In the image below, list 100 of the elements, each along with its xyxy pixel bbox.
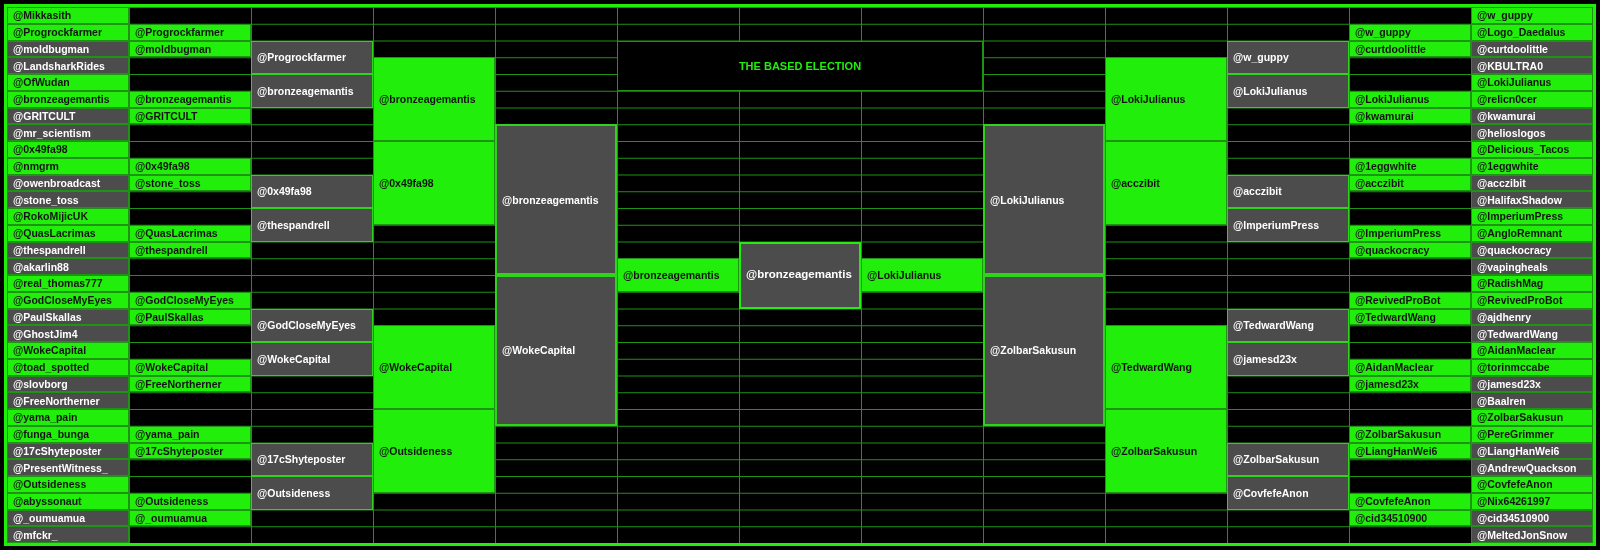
bracket-slot — [7, 526, 129, 543]
handle-label: @RokoMijicUK — [13, 210, 88, 223]
handle-label: @WokeCapital — [135, 361, 209, 374]
handle-label: @ajdhenry — [1477, 310, 1531, 323]
handle-label: @torinmccabe — [1477, 361, 1550, 374]
bracket-slot — [495, 275, 617, 426]
bracket-slot — [373, 325, 495, 409]
handle-label: @quackocracy — [1477, 243, 1552, 256]
bracket-slot — [1471, 325, 1593, 342]
bracket-slot — [1227, 308, 1349, 342]
handle-label: @LiangHanWei6 — [1355, 444, 1438, 457]
handle-label: @PaulSkallas — [135, 310, 204, 323]
bracket-slot — [1471, 409, 1593, 426]
handle-label: @ImperiumPress — [1355, 227, 1442, 240]
handle-label: @LokiJulianus — [1111, 93, 1186, 106]
handle-label: @0x49fa98 — [379, 176, 434, 189]
bracket-slot — [7, 7, 129, 24]
handle-label: @CovfefeAnon — [1233, 486, 1309, 499]
bracket-slot — [251, 208, 373, 242]
bracket-slot — [1471, 258, 1593, 275]
handle-label: @Progrockfarmer — [135, 26, 225, 39]
handle-label: @17cShyteposter — [13, 444, 102, 457]
handle-label: @LokiJulianus — [1233, 84, 1308, 97]
bracket-slot — [1471, 7, 1593, 24]
handle-label: @helioslogos — [1477, 126, 1546, 139]
handle-label: @PereGrimmer — [1477, 428, 1554, 441]
bracket-slot — [251, 442, 373, 476]
handle-label: @bronzeagemantis — [135, 93, 232, 106]
handle-label: @nmgrm — [13, 160, 59, 173]
handle-label: @bronzeagemantis — [257, 84, 354, 97]
handle-label: @_oumuamua — [135, 511, 208, 524]
handle-label: @Outsideness — [379, 444, 453, 457]
handle-label: @Delicious_Tacos — [1477, 143, 1570, 156]
handle-label: @bronzeagemantis — [746, 268, 852, 282]
bracket-slot — [7, 275, 129, 292]
bracket-slot — [1471, 476, 1593, 493]
handle-label: @QuasLacrimas — [135, 227, 218, 240]
handle-label: @mfckr_ — [13, 528, 58, 541]
handle-label: @RevivedProBot — [1477, 294, 1563, 307]
bracket-slot — [1105, 325, 1227, 409]
handle-label: @Outsideness — [135, 495, 209, 508]
bracket-slot — [983, 275, 1105, 426]
handle-label: @WokeCapital — [257, 352, 331, 365]
handle-label: @0x49fa98 — [135, 160, 190, 173]
handle-label: @TedwardWang — [1233, 319, 1314, 332]
handle-label: @w_guppy — [1233, 51, 1289, 64]
bracket-slot — [7, 459, 129, 476]
handle-label: @jamesd23x — [1233, 352, 1297, 365]
bracket-slot — [7, 191, 129, 208]
handle-label: @TedwardWang — [1111, 361, 1192, 374]
bracket-slot — [1227, 476, 1349, 510]
handle-label: @moldbugman — [135, 42, 212, 55]
handle-label: @Progrockfarmer — [13, 26, 103, 39]
handle-label: @thespandrell — [13, 243, 86, 256]
bracket-slot — [983, 124, 1105, 275]
handle-label: @bronzeagemantis — [623, 268, 720, 282]
bracket-slot — [1227, 342, 1349, 376]
bracket-slot — [1471, 57, 1593, 74]
handle-label: @_oumuamua — [13, 511, 86, 524]
bracket-slot — [7, 208, 129, 225]
handle-label: @RadishMag — [1477, 277, 1544, 290]
handle-label: @cid34510900 — [1355, 511, 1428, 524]
handle-label: @kwamurai — [1355, 109, 1414, 122]
handle-label: @HalifaxShadow — [1477, 193, 1562, 206]
handle-label: @acczibit — [1477, 176, 1526, 189]
handle-label: @MeltedJonSnow — [1477, 528, 1568, 541]
handle-label: @thespandrell — [135, 243, 208, 256]
bracket-slot — [1471, 392, 1593, 409]
handle-label: @LandsharkRides — [13, 59, 105, 72]
handle-label: @0x49fa98 — [257, 185, 312, 198]
champion-slot — [739, 241, 861, 309]
bracket-slot — [251, 342, 373, 376]
handle-label: @GRITCULT — [135, 109, 198, 122]
handle-label: @PresentWitness_ — [13, 461, 108, 474]
handle-label: @RevivedProBot — [1355, 294, 1441, 307]
bracket-slot — [1105, 57, 1227, 141]
handle-label: @Nix64261997 — [1477, 495, 1551, 508]
handle-label: @quackocracy — [1355, 243, 1430, 256]
handle-label: @AngloRemnant — [1477, 227, 1562, 240]
handle-label: @owenbroadcast — [13, 176, 101, 189]
bracket-slot — [251, 74, 373, 108]
bracket-slot — [251, 308, 373, 342]
bracket-slot — [617, 258, 739, 292]
handle-label: @slovborg — [13, 377, 68, 390]
bracket-slot — [251, 476, 373, 510]
handle-label: @akarlin88 — [13, 260, 69, 273]
bracket-slot — [1471, 191, 1593, 208]
bracket-slot — [861, 258, 983, 292]
handle-label: @Outsideness — [13, 478, 87, 491]
bracket-slot — [1471, 208, 1593, 225]
handle-label: @GodCloseMyEyes — [257, 319, 356, 332]
handle-label: @LokiJulianus — [990, 193, 1065, 206]
handle-label: @funga_bunga — [13, 428, 90, 441]
handle-label: @kwamurai — [1477, 109, 1536, 122]
handle-label: @Baalren — [1477, 394, 1526, 407]
handle-label: @WokeCapital — [379, 361, 453, 374]
handle-label: @AidanMaclear — [1355, 361, 1434, 374]
handle-label: @WokeCapital — [13, 344, 87, 357]
bracket-slot — [7, 57, 129, 74]
bracket-slot — [495, 124, 617, 275]
